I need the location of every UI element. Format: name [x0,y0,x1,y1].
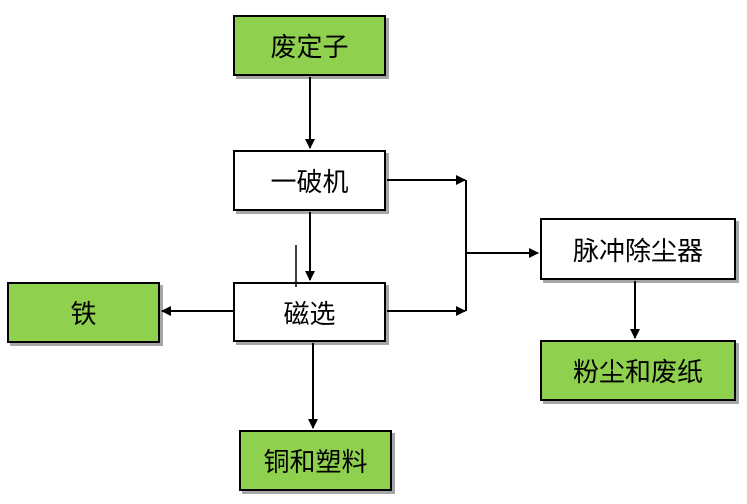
node-stator-label: 废定子 [270,33,349,63]
node-pulse-dust-collector-label: 脉冲除尘器 [572,236,703,267]
node-iron: 铁 [7,282,160,343]
node-pulse-dust-collector: 脉冲除尘器 [540,218,736,280]
node-dust-paper: 粉尘和废纸 [540,340,736,401]
node-magnetic-separation-label: 磁选 [283,299,336,330]
node-crusher: 一破机 [233,150,386,211]
node-magnetic-separation: 磁选 [233,282,386,342]
node-crusher-label: 一破机 [270,168,349,198]
node-dust-paper-label: 粉尘和废纸 [572,358,703,388]
node-iron-label: 铁 [70,300,97,330]
node-copper-plastic: 铜和塑料 [239,430,392,491]
node-stator: 废定子 [233,15,386,76]
node-copper-plastic-label: 铜和塑料 [263,448,368,478]
